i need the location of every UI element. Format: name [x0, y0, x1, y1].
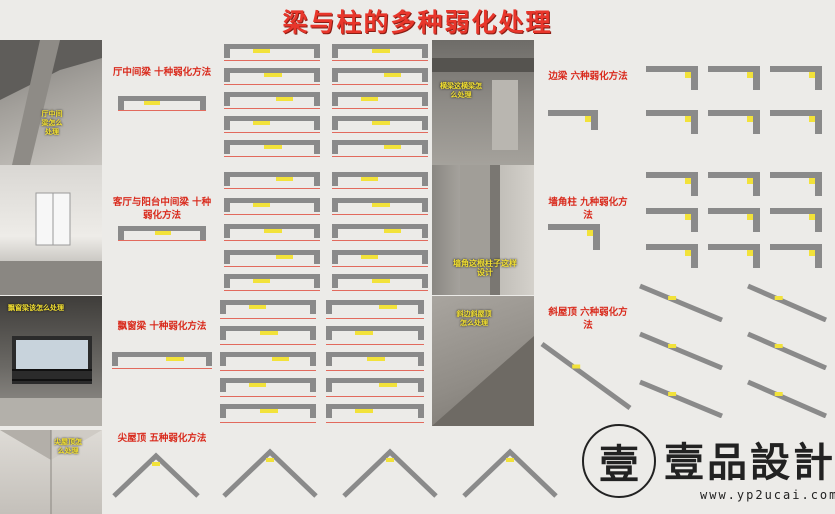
ceiling-beam-illustration	[0, 40, 102, 165]
beam-diagram	[224, 198, 320, 216]
beam-diagram	[220, 378, 316, 398]
corner-diagram	[770, 244, 822, 268]
roof-diagram	[639, 331, 723, 370]
beam-diagram	[118, 96, 206, 112]
beam-diagram	[326, 300, 424, 320]
beam-diagram	[326, 378, 424, 398]
beam-diagram	[332, 44, 428, 62]
beam-diagram	[326, 404, 424, 424]
corner-diagram	[770, 172, 822, 196]
roof-diagram	[342, 448, 438, 498]
beam-diagram	[220, 300, 316, 320]
cross-beam-illustration	[432, 58, 534, 150]
title-bar: 梁与柱的多种弱化处理	[0, 0, 835, 40]
beam-diagram	[326, 352, 424, 372]
corner-diagram	[646, 244, 698, 268]
corner-diagram	[708, 244, 760, 268]
corner-diagram	[646, 172, 698, 196]
corner-diagram	[646, 66, 698, 90]
corner-diagram	[770, 110, 822, 134]
beam-diagram	[220, 404, 316, 424]
corner-diagram	[548, 224, 600, 250]
pointed-roof-illustration	[0, 430, 102, 514]
beam-diagram	[332, 172, 428, 190]
corner-diagram	[646, 208, 698, 232]
roof-diagram	[222, 448, 318, 498]
photo-label: 厅中间梁怎么处理	[41, 110, 63, 136]
photo-pointed-roof: 尖屋顶怎么处理	[0, 430, 102, 514]
logo-seal: 壹	[582, 424, 656, 498]
section-title-corner-column: 墙角柱 九种弱化方法	[548, 197, 628, 221]
section-title-hall-beam: 厅中间梁 十种弱化方法	[112, 67, 212, 78]
bay-window-illustration	[0, 336, 102, 426]
roof-diagram	[639, 379, 723, 418]
beam-diagram	[326, 326, 424, 346]
roof-diagram	[112, 452, 200, 498]
photo-bay-window: 飘窗梁该怎么处理	[0, 296, 102, 426]
beam-diagram	[332, 198, 428, 216]
photo-balcony-room	[0, 165, 102, 295]
section-title-bay-window-beam: 飘窗梁 十种弱化方法	[117, 321, 207, 332]
photo-label: 墙角这根柱子这样设计	[453, 259, 517, 277]
beam-diagram	[224, 92, 320, 110]
beam-diagram	[224, 274, 320, 292]
photo-sloped-roof: 斜边斜屋顶怎么处理	[432, 296, 534, 426]
beam-diagram	[332, 116, 428, 134]
photo-label: 飘窗梁该怎么处理	[8, 304, 64, 312]
beam-diagram	[332, 68, 428, 86]
corner-diagram	[770, 66, 822, 90]
beam-diagram	[224, 172, 320, 190]
beam-diagram	[118, 226, 206, 242]
sloped-roof-illustration	[432, 336, 534, 426]
beam-diagram	[332, 140, 428, 158]
logo-name: 壹品設計	[664, 440, 835, 486]
section-title-sloped-roof: 斜屋顶 六种弱化方法	[548, 307, 628, 331]
beam-diagram	[224, 140, 320, 158]
beam-diagram	[224, 250, 320, 268]
corner-diagram	[708, 208, 760, 232]
section-title-pointed-roof: 尖屋顶 五种弱化方法	[117, 433, 207, 444]
roof-diagram	[747, 283, 827, 322]
corner-diagram	[708, 66, 760, 90]
section-title-edge-beam: 边梁 六种弱化方法	[548, 71, 628, 82]
beam-diagram	[220, 352, 316, 372]
photo-label: 斜边斜屋顶怎么处理	[456, 310, 492, 327]
beam-diagram	[224, 224, 320, 242]
roof-diagram	[540, 341, 632, 410]
photo-label: 尖屋顶怎么处理	[54, 438, 82, 455]
beam-diagram	[332, 250, 428, 268]
corner-diagram	[646, 110, 698, 134]
roof-diagram	[747, 331, 827, 370]
roof-diagram	[747, 379, 827, 418]
photo-label: 横梁这横梁怎么处理	[440, 82, 482, 99]
roof-diagram	[462, 448, 558, 498]
logo-url: www.yp2ucai.com	[700, 488, 835, 502]
brand-logo: 壹 壹品設計 www.yp2ucai.com	[578, 420, 835, 514]
beam-diagram	[224, 116, 320, 134]
roof-diagram	[639, 283, 723, 322]
corner-diagram	[770, 208, 822, 232]
beam-diagram	[332, 274, 428, 292]
corner-diagram	[548, 110, 598, 130]
photo-cross-beam: 横梁这横梁怎么处理	[432, 40, 534, 165]
corner-diagram	[708, 172, 760, 196]
beam-diagram	[332, 92, 428, 110]
page-title: 梁与柱的多种弱化处理	[282, 8, 553, 37]
beam-diagram	[220, 326, 316, 346]
beam-diagram	[112, 352, 212, 370]
balcony-door-illustration	[0, 192, 102, 295]
section-title-balcony-beam: 客厅与阳台中间梁 十种弱化方法	[112, 197, 212, 221]
beam-diagram	[332, 224, 428, 242]
beam-diagram	[224, 68, 320, 86]
corner-diagram	[708, 110, 760, 134]
photo-living-room-beam: 厅中间梁怎么处理	[0, 40, 102, 165]
beam-diagram	[224, 44, 320, 62]
corner-column-illustration	[460, 165, 500, 295]
photo-corner-column: 墙角这根柱子这样设计	[432, 165, 534, 295]
